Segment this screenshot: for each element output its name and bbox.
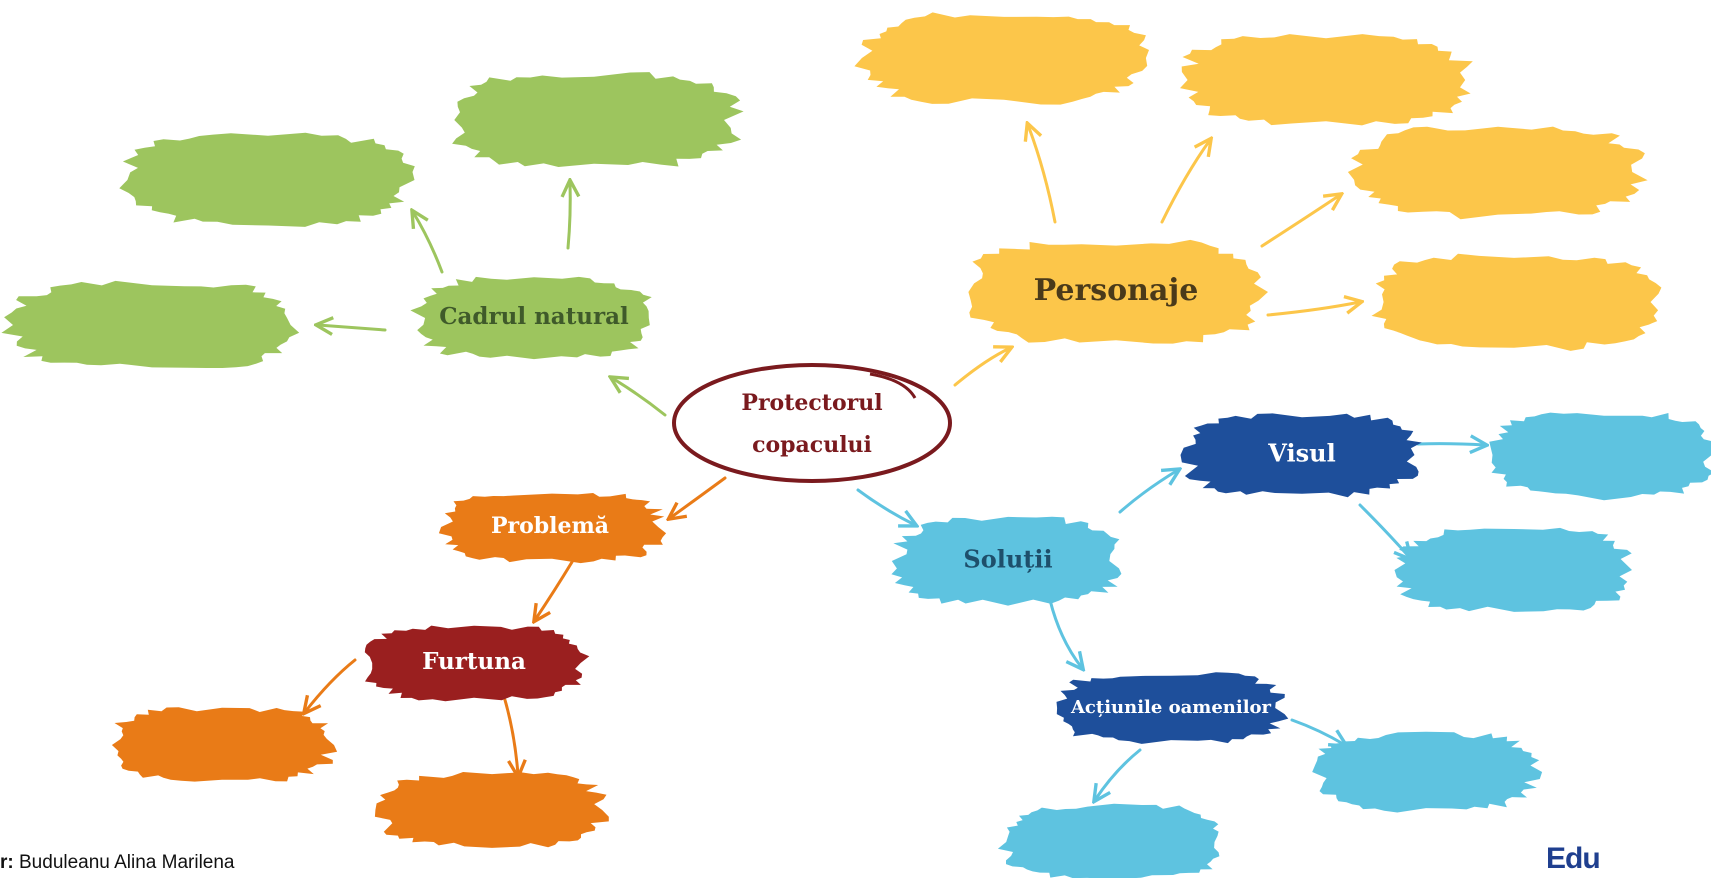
characters-blob4: [1371, 253, 1662, 351]
blobs: [1, 12, 1711, 878]
arrow-center-to-solutions: [856, 488, 915, 525]
arrow-characters-to-blob4: [1266, 302, 1360, 317]
edu-logo: Edu: [1546, 842, 1601, 875]
arrow-storm-to-blob-bottom: [503, 698, 518, 775]
actions-node: [1056, 672, 1289, 744]
arrow-solutions-to-actions: [1048, 598, 1082, 668]
center-node: [672, 363, 952, 483]
actions-blob2: [997, 803, 1220, 878]
arrows: [305, 125, 1485, 800]
setting-label: Cadrul natural: [439, 303, 629, 330]
arrow-center-to-setting: [612, 378, 667, 417]
author-credit: r: Buduleanu Alina Marilena: [0, 852, 235, 874]
arrow-center-to-problem: [670, 476, 727, 518]
arrow-center-to-characters: [953, 348, 1010, 387]
arrow-actions-to-blob1: [1290, 718, 1345, 745]
dream-label: Visul: [1267, 439, 1335, 468]
characters-node: [968, 239, 1268, 344]
storm-blob-left: [111, 707, 338, 782]
dream-node: [1180, 413, 1422, 498]
dream-blob2: [1394, 527, 1632, 612]
setting-node: [410, 276, 652, 360]
author-prefix: r:: [0, 852, 14, 873]
arrow-setting-to-blob-top: [568, 182, 570, 250]
setting-blob-left: [1, 280, 300, 368]
storm-blob-bottom: [374, 772, 609, 848]
actions-blob1: [1312, 731, 1543, 813]
arrow-actions-to-blob2: [1095, 748, 1142, 800]
arrow-setting-to-blob-upleft: [413, 212, 444, 274]
storm-label: Furtuna: [422, 648, 526, 675]
storm-node: [364, 625, 590, 702]
actions-label: Acțiunile oamenilor: [1070, 697, 1272, 718]
arrow-characters-to-blob3: [1260, 195, 1340, 248]
labels: Protectorul copacului Cadrul natural Per…: [422, 273, 1336, 718]
arrow-dream-to-blob1: [1416, 444, 1485, 445]
arrow-storm-to-blob-left: [305, 658, 357, 712]
arrow-characters-to-blob1: [1028, 125, 1057, 224]
problem-label: Problemă: [491, 513, 609, 539]
solutions-node: [891, 516, 1122, 606]
center-label-line2: copacului: [752, 432, 872, 458]
center-label-line1: Protectorul: [741, 390, 882, 416]
arrow-characters-to-blob2: [1160, 140, 1210, 224]
characters-blob3: [1347, 126, 1648, 220]
characters-label: Personaje: [1034, 273, 1199, 308]
characters-blob2: [1180, 34, 1473, 126]
arrow-solutions-to-dream: [1118, 470, 1178, 514]
dream-blob1: [1489, 412, 1711, 501]
solutions-label: Soluții: [963, 545, 1052, 574]
problem-node: [438, 493, 667, 564]
setting-blob-top: [452, 72, 744, 167]
author-name: Buduleanu Alina Marilena: [13, 852, 235, 873]
setting-blob-upleft: [119, 132, 415, 227]
arrow-setting-to-blob-left: [318, 325, 387, 330]
characters-blob1: [854, 12, 1149, 105]
arrow-problem-to-storm: [535, 560, 574, 620]
arrow-dream-to-blob2: [1358, 503, 1410, 558]
